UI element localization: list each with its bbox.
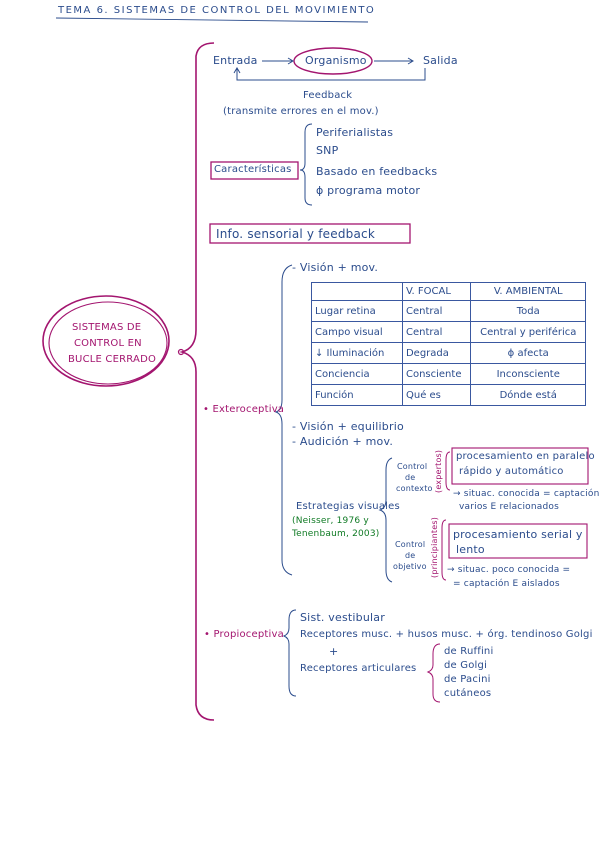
table-cell: ϕ afecta — [470, 342, 586, 364]
table-cell: Central — [401, 300, 472, 322]
table-cell: Central y periférica — [470, 321, 586, 343]
propioceptiva-label: • Propioceptiva — [204, 629, 284, 640]
table-row: Campo visual Central Central y periféric… — [311, 321, 586, 343]
page-title: TEMA 6. SISTEMAS DE CONTROL DEL MOVIMIEN… — [58, 5, 376, 16]
articulares-item: de Pacini — [444, 674, 491, 685]
objetivo-label-line: Control — [395, 540, 426, 549]
propioceptiva-item: Receptores articulares — [300, 663, 417, 674]
contexto-label-line: contexto — [396, 484, 433, 493]
table-cell: Dónde está — [470, 384, 586, 406]
objetivo-label-line: objetivo — [393, 562, 427, 571]
objetivo-side-label: (principiantes) — [430, 516, 439, 578]
center-node-line-1: SISTEMAS DE — [72, 322, 142, 333]
table-row: Lugar retina Central Toda — [311, 300, 586, 322]
vision-mov: - Visión + mov. — [292, 261, 379, 274]
flow-organism: Organismo — [305, 54, 367, 67]
table-cell: Función — [311, 384, 403, 406]
table-cell: ↓ Iluminación — [311, 342, 403, 364]
contexto-box-line: procesamiento en paralelo — [456, 451, 595, 462]
vision-comparison-table: V. FOCAL V. AMBIENTAL Lugar retina Centr… — [311, 282, 586, 406]
table-header-cell — [311, 282, 403, 301]
estrategias-ref-line-2: Tenenbaum, 2003) — [292, 529, 380, 539]
audicion-mov: - Audición + mov. — [292, 435, 394, 448]
feedback-loop — [236, 68, 426, 81]
contexto-side-label: (expertos) — [434, 449, 443, 493]
estrategias-label: Estrategias visuales — [296, 501, 400, 512]
brace-node — [177, 348, 185, 356]
center-oval-inner — [48, 301, 168, 385]
contexto-box-line: rápido y automático — [459, 466, 564, 477]
table-header-cell: V. FOCAL — [401, 282, 472, 301]
caracteristica-item: Basado en feedbacks — [316, 165, 438, 178]
articulares-item: de Golgi — [444, 660, 488, 671]
table-cell: Consciente — [401, 363, 472, 385]
contexto-label-line: Control — [397, 462, 428, 471]
flow-feedback: Feedback — [303, 90, 353, 101]
flow-feedback-note: (transmite errores en el mov.) — [223, 106, 379, 117]
caracteristica-item: ϕ programa motor — [316, 184, 421, 197]
center-oval-outer — [42, 295, 170, 387]
main-brace — [179, 42, 215, 721]
propioceptiva-item: Receptores musc. + husos musc. + órg. te… — [300, 629, 593, 640]
contexto-note-line: varios E relacionados — [459, 502, 559, 512]
table-cell: Campo visual — [311, 321, 403, 343]
caracteristica-item: SNP — [316, 144, 339, 157]
flow-input: Entrada — [213, 54, 258, 67]
table-cell: Toda — [470, 300, 586, 322]
info-box-label: Info. sensorial y feedback — [216, 227, 375, 241]
estrategias-ref-line-1: (Neisser, 1976 y — [292, 516, 369, 526]
title-underline — [55, 17, 369, 23]
articulares-item: cutáneos — [444, 688, 492, 699]
table-cell: Central — [401, 321, 472, 343]
objetivo-note-line: = captación E aislados — [453, 579, 560, 589]
exteroceptiva-label: • Exteroceptiva — [203, 404, 285, 415]
contexto-note-line: → situac. conocida = captación — [453, 489, 599, 499]
center-node-line-2: CONTROL EN — [74, 338, 142, 349]
flow-output: Salida — [423, 54, 458, 67]
objetivo-note-line: → situac. poco conocida = — [447, 565, 571, 575]
caracteristicas-box — [210, 161, 299, 180]
propioceptiva-item: + — [329, 645, 339, 658]
table-cell: Conciencia — [311, 363, 403, 385]
table-row: ↓ Iluminación Degrada ϕ afecta — [311, 342, 586, 364]
organism-oval — [293, 47, 373, 75]
vision-equilibrio: - Visión + equilibrio — [292, 420, 404, 433]
propioceptiva-item: Sist. vestibular — [300, 611, 385, 624]
table-cell: Inconsciente — [470, 363, 586, 385]
table-row: Función Qué es Dónde está — [311, 384, 586, 406]
caracteristicas-label: Características — [214, 164, 292, 175]
table-row: Conciencia Consciente Inconsciente — [311, 363, 586, 385]
objetivo-box-line: procesamiento serial y — [453, 528, 583, 541]
table-cell: Qué es — [401, 384, 472, 406]
table-cell: Degrada — [401, 342, 472, 364]
caracteristica-item: Periferialistas — [316, 126, 394, 139]
articulares-item: de Ruffini — [444, 646, 494, 657]
objetivo-box-line: lento — [456, 543, 485, 556]
contexto-label-line: de — [405, 473, 416, 482]
table-cell: Lugar retina — [311, 300, 403, 322]
table-header-cell: V. AMBIENTAL — [470, 282, 586, 301]
center-node-line-3: BUCLE CERRADO — [68, 354, 157, 365]
table-header-row: V. FOCAL V. AMBIENTAL — [311, 282, 586, 301]
objetivo-label-line: de — [405, 551, 416, 560]
info-box-outline — [209, 223, 411, 244]
